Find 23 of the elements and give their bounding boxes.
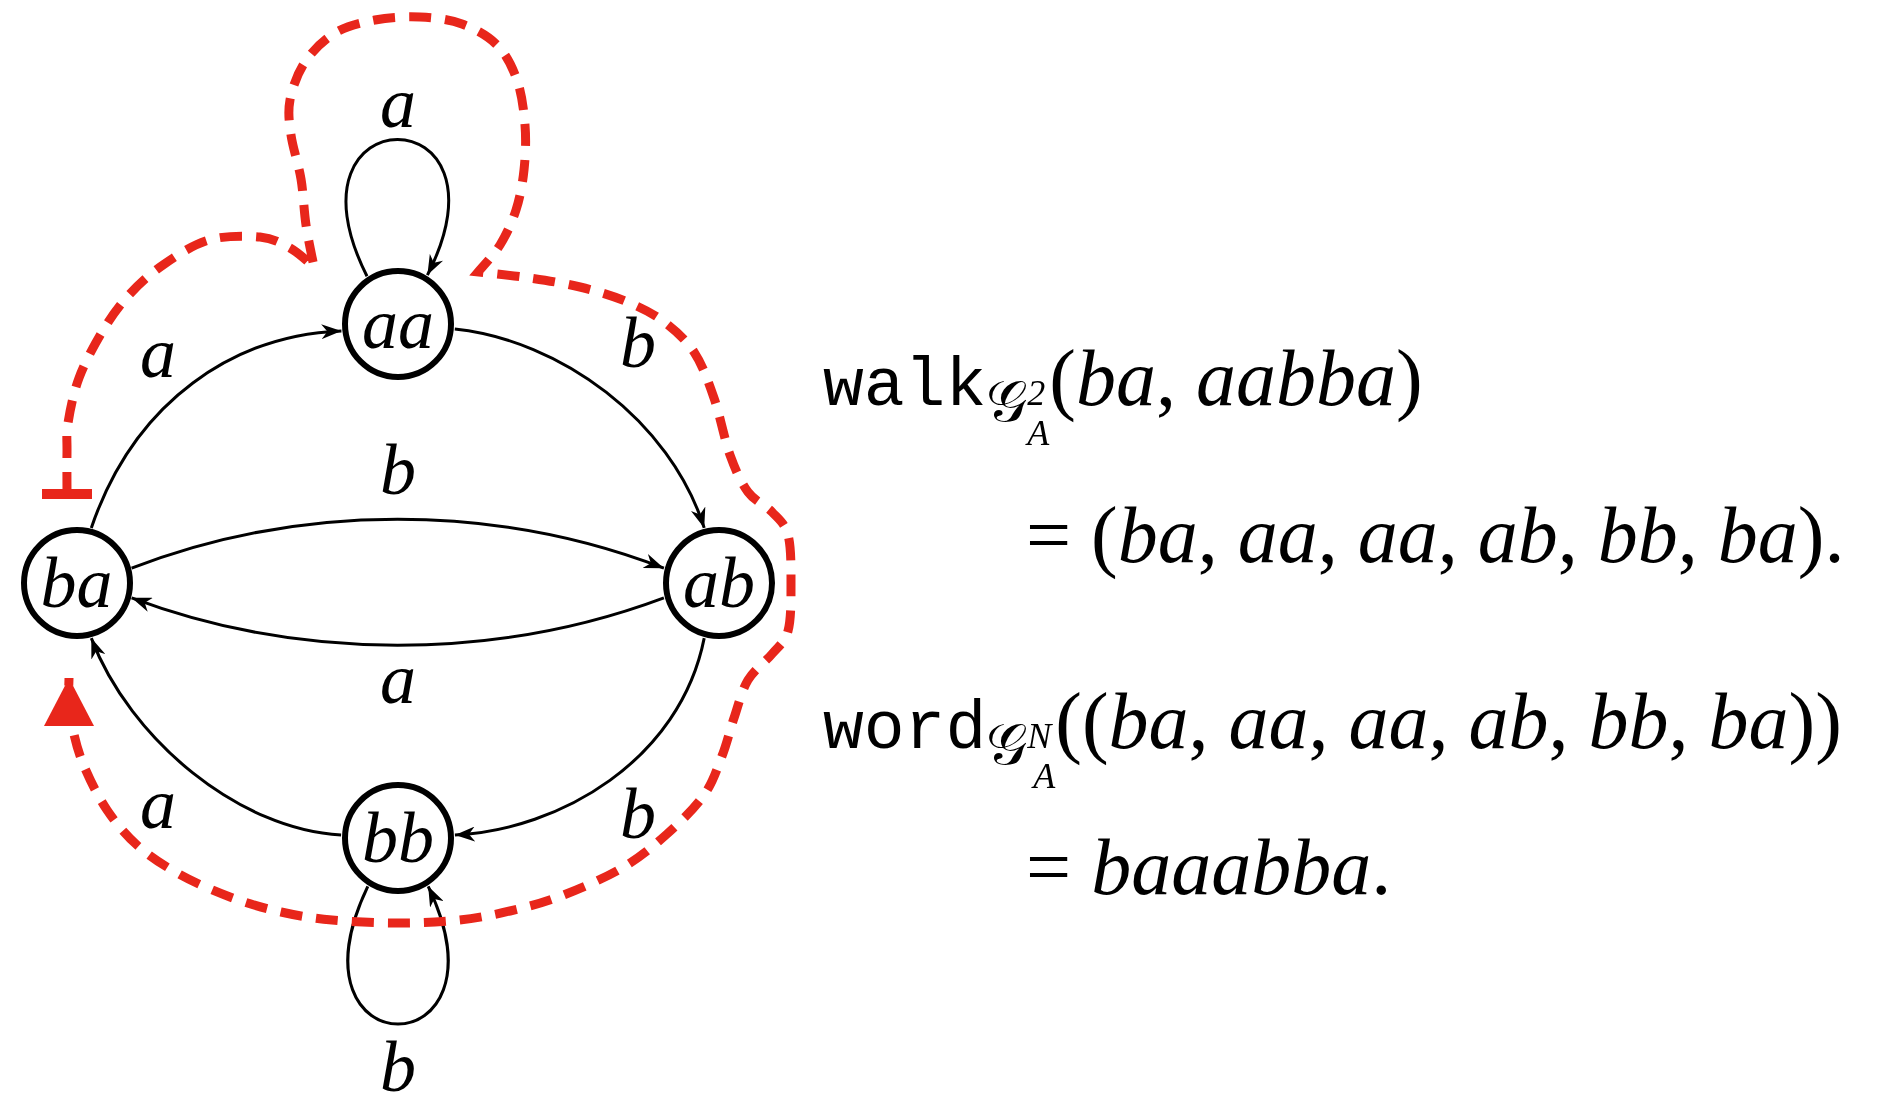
- dashed-arrow: [44, 12, 796, 928]
- arrow: [454, 637, 706, 841]
- state-label: ba: [40, 550, 113, 616]
- state-label: aa: [362, 291, 434, 357]
- state-label: ab: [683, 550, 755, 616]
- arrow: [454, 327, 706, 529]
- arrow: [89, 324, 342, 529]
- formula: = (ba, aa, aa, ab, bb, ba).: [1026, 495, 1845, 581]
- edge-label: a: [380, 646, 416, 712]
- arrow: [131, 595, 665, 647]
- edge-label: a: [140, 320, 176, 386]
- state-label: bb: [362, 805, 434, 871]
- arrow: [89, 637, 342, 837]
- loop-arrow: [346, 885, 450, 1026]
- loop-arrow: [344, 138, 450, 277]
- arrow: [131, 517, 665, 571]
- edge-label: b: [620, 310, 656, 376]
- formula: = baaabba.: [1026, 827, 1392, 913]
- edge-label: a: [140, 771, 176, 837]
- edge-label: b: [380, 437, 416, 503]
- edge-label: a: [380, 70, 416, 136]
- edge-label: b: [620, 781, 656, 847]
- edge-label: b: [380, 1034, 416, 1100]
